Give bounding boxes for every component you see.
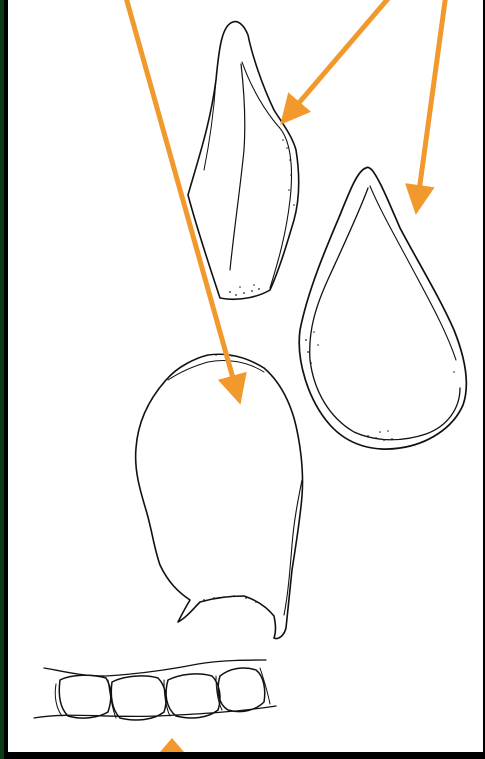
- frame-edge: [0, 0, 4, 759]
- arrow-to-cell-row: [160, 738, 184, 752]
- arrow-to-narrow-leaf: [286, 0, 392, 118]
- drawing-plate: [8, 0, 483, 752]
- pointer-arrows: [125, 0, 446, 752]
- broad-leaf-drawing: [299, 167, 466, 449]
- botanical-illustration: [8, 0, 483, 752]
- arrow-to-bract: [125, 0, 238, 396]
- arrow-to-broad-leaf: [417, 0, 446, 206]
- bract-drawing: [136, 354, 303, 638]
- narrow-leaf-drawing: [188, 22, 299, 300]
- cell-row-drawing: [34, 660, 276, 720]
